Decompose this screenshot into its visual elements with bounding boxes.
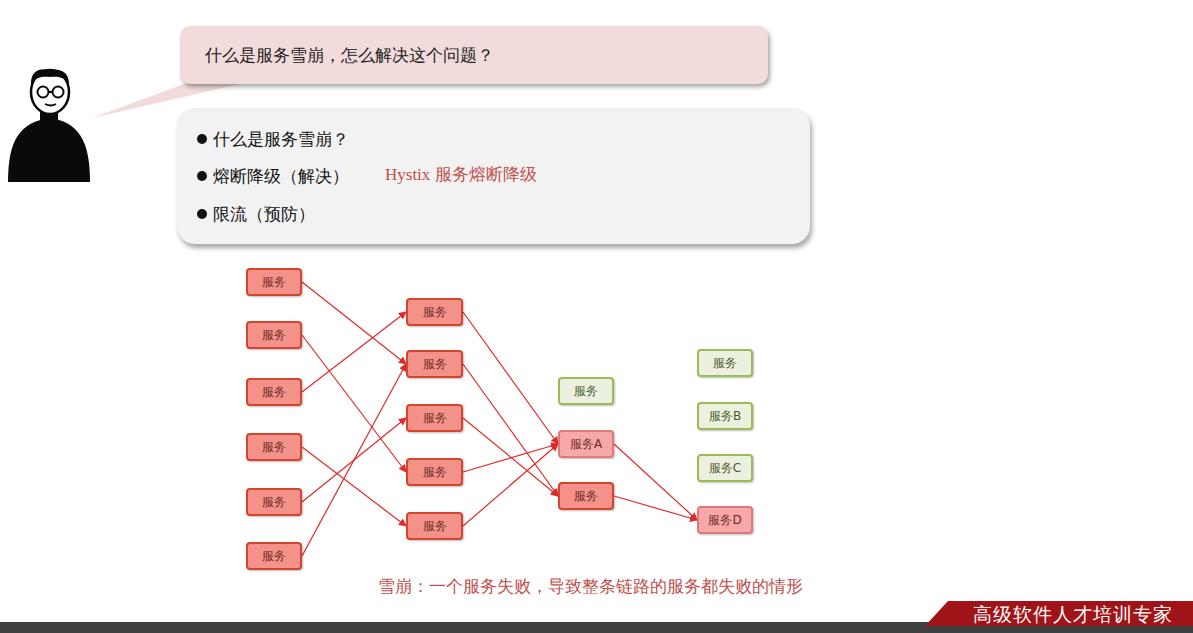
service-box: 服务 xyxy=(558,377,614,405)
call-arrow xyxy=(463,444,558,526)
service-box: 服务 xyxy=(406,350,463,378)
footer-slogan: 高级软件人才培训专家 xyxy=(960,602,1185,628)
service-box: 服务A xyxy=(558,430,614,458)
side-note: Hystix 服务熔断降级 xyxy=(385,163,537,186)
node-label: 服务 xyxy=(262,548,286,565)
node-label: 服务 xyxy=(423,518,447,535)
service-box: 服务 xyxy=(558,482,614,510)
call-arrow xyxy=(302,335,406,472)
service-box: 服务 xyxy=(246,542,302,570)
bullet-dot xyxy=(197,209,207,219)
call-arrow xyxy=(463,312,558,444)
node-label: 服务 xyxy=(713,355,737,372)
node-label: 服务 xyxy=(262,327,286,344)
speech-bubble: 什么是服务雪崩，怎么解决这个问题？ xyxy=(180,26,768,84)
node-label: 什么是服务雪崩，怎么解决这个问题？ xyxy=(205,44,494,67)
node-label: 服务B xyxy=(709,408,741,425)
bullet-dot xyxy=(197,171,207,181)
service-box: 服务 xyxy=(246,433,302,461)
node-label: 服务 xyxy=(262,274,286,291)
service-box: 服务D xyxy=(697,506,753,534)
service-box: 服务 xyxy=(246,488,302,516)
node-label: 服务 xyxy=(423,356,447,373)
service-box: 服务 xyxy=(406,404,463,432)
call-arrow xyxy=(463,364,558,496)
bullet-text: 什么是服务雪崩？ xyxy=(213,128,349,151)
node-label: 服务 xyxy=(423,410,447,427)
call-arrow xyxy=(463,444,558,472)
bullet-dot xyxy=(197,134,207,144)
bullet-panel: 什么是服务雪崩？ 熔断降级（解决） Hystix 服务熔断降级限流（预防） xyxy=(177,108,810,244)
node-label: 服务 xyxy=(262,494,286,511)
caption: 雪崩：一个服务失败，导致整条链路的服务都失败的情形 xyxy=(300,575,880,598)
call-arrow xyxy=(302,312,406,392)
service-box: 服务 xyxy=(406,458,463,486)
node-label: 服务A xyxy=(570,436,602,453)
node-label: 服务 xyxy=(262,439,286,456)
service-box: 服务 xyxy=(406,512,463,540)
node-label: 服务 xyxy=(262,384,286,401)
person-figure xyxy=(8,69,90,182)
node-label: 服务D xyxy=(708,512,741,529)
service-box: 服务C xyxy=(697,454,753,482)
bullet-text: 熔断降级（解决） xyxy=(213,165,349,188)
call-arrow xyxy=(302,364,406,556)
node-label: 服务 xyxy=(574,488,598,505)
service-box: 服务 xyxy=(697,349,753,377)
bullet-text: 限流（预防） xyxy=(213,203,315,226)
service-box: 服务 xyxy=(246,268,302,296)
service-box: 服务B xyxy=(697,402,753,430)
call-arrow xyxy=(614,496,697,520)
call-arrow xyxy=(614,444,697,520)
service-box: 服务 xyxy=(246,321,302,349)
service-box: 服务 xyxy=(406,298,463,326)
service-box: 服务 xyxy=(246,378,302,406)
node-label: 服务C xyxy=(709,460,741,477)
node-label: 服务 xyxy=(423,304,447,321)
node-label: 服务 xyxy=(423,464,447,481)
node-label: 服务 xyxy=(574,383,598,400)
